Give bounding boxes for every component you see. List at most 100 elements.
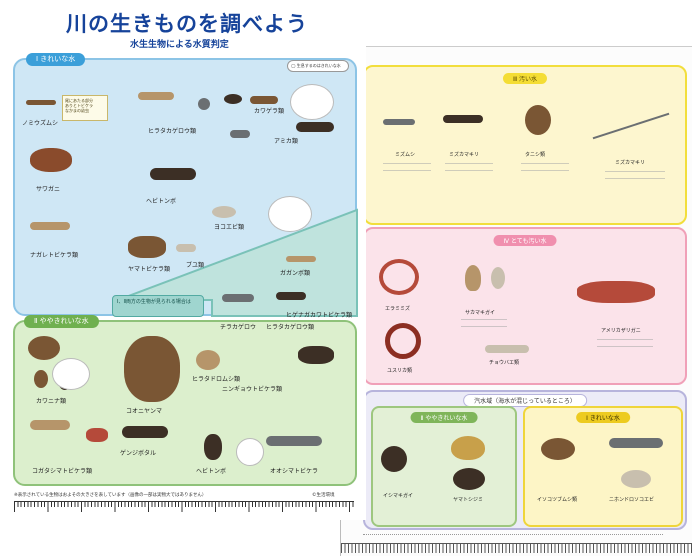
creature-amphipod bbox=[609, 438, 663, 448]
poster-footnote: ※表示されている生物はおよその大きさを表しています（画像の一部は実物大ではありま… bbox=[14, 493, 207, 498]
creature-isopod bbox=[541, 438, 575, 460]
back-label: チョウバエ類 bbox=[489, 360, 520, 366]
poster-copyright: ©生活環境 bbox=[312, 493, 335, 498]
creature-shell bbox=[465, 265, 481, 291]
creature-label: カワゲラ類 bbox=[254, 108, 285, 115]
creature-label: ゲンジボタル bbox=[120, 450, 157, 457]
description-text bbox=[461, 319, 507, 327]
creature-beetle bbox=[224, 94, 242, 104]
creature-caddisfly-larva bbox=[30, 420, 70, 430]
poster-title: 川の生きものを調べよう bbox=[66, 12, 308, 36]
annotation-line: 尾にあたる部分 bbox=[65, 98, 93, 103]
creature-amphipod bbox=[212, 206, 236, 218]
creature-label: カワニナ類 bbox=[36, 398, 67, 405]
dirty-water-header: Ⅲ 汚い水 bbox=[502, 73, 548, 84]
creature-label: コオニヤンマ bbox=[126, 408, 163, 415]
description-text bbox=[383, 163, 431, 171]
poster-subtitle: 水生生物による水質判定 bbox=[130, 40, 229, 50]
mixed-zone-note: Ⅰ、Ⅱ両方の生物が見られる場合は bbox=[112, 295, 204, 317]
creature-stonefly bbox=[250, 96, 278, 104]
creature-beetle bbox=[204, 434, 222, 460]
creature-caddis-case bbox=[298, 346, 334, 364]
creature-caddisfly-larva bbox=[30, 222, 70, 230]
description-text bbox=[521, 163, 569, 171]
creature-label: コガタシマトビケラ類 bbox=[32, 468, 93, 475]
creature-label: ブユ類 bbox=[186, 262, 205, 269]
description-text bbox=[445, 163, 493, 171]
description-text bbox=[605, 171, 665, 179]
annotation-box: 尾にあたる部分 ありとトビケラ なかまの幼虫 bbox=[62, 95, 108, 121]
front-poster: 川の生きものを調べよう 水生生物による水質判定 Ⅰ きれいな水 Ⅱ ややきれいな… bbox=[0, 0, 366, 520]
creature-small-insect bbox=[198, 98, 210, 110]
creature-snail bbox=[525, 105, 551, 135]
creature-snail bbox=[28, 336, 60, 360]
creature-label: ヘビトンボ bbox=[196, 468, 227, 475]
annotation-line: なかまの幼虫 bbox=[65, 108, 89, 114]
back-label: ミズカマキリ bbox=[449, 152, 480, 158]
brackish-clean-header: Ⅰ きれいな水 bbox=[576, 412, 630, 423]
back-label: ユスリカ類 bbox=[387, 368, 413, 374]
back-footnote bbox=[363, 534, 663, 537]
creature-label: ヨコエビ類 bbox=[214, 224, 245, 231]
creature-label: ヒゲナガカワトビケラ類 bbox=[286, 312, 353, 319]
creature-mayfly bbox=[222, 294, 254, 302]
brackish-clean-panel: Ⅰ きれいな水 イソコツブムシ類 ニホンドロソコエビ bbox=[523, 406, 683, 527]
scale-ruler bbox=[14, 501, 354, 512]
creature-firefly-larva bbox=[122, 426, 168, 438]
creature-mizumushi bbox=[383, 119, 415, 125]
creature-label: ノミウズムシ bbox=[22, 120, 59, 127]
creature-flat-beetle bbox=[196, 350, 220, 370]
creature-label: サワガニ bbox=[36, 186, 61, 193]
back-label: イシマキガイ bbox=[383, 493, 414, 499]
back-label: サカマキガイ bbox=[465, 310, 496, 316]
very-dirty-water-panel: Ⅳ とても汚い水 エラミミズ サカマキガイ ユスリカ類 アメリカザリガニ チョウ… bbox=[363, 227, 687, 385]
creature-crayfish bbox=[577, 281, 655, 303]
creature-blackfly-larva bbox=[176, 244, 196, 252]
back-ruler bbox=[341, 543, 692, 553]
creature-label: ヒラタカゲロウ類 bbox=[148, 128, 197, 135]
legend-note: ◯ 生息するのはきれいな水 bbox=[287, 60, 349, 72]
creature-amphipod bbox=[621, 470, 651, 488]
creature-caddis-case-cluster bbox=[128, 236, 166, 258]
creature-dobsonfly-larva bbox=[150, 168, 196, 180]
brackish-slightly-clean-header: Ⅱ ややきれいな水 bbox=[410, 412, 478, 423]
description-text bbox=[597, 339, 653, 347]
creature-clam bbox=[453, 468, 485, 490]
creature-label: ガガンボ類 bbox=[280, 270, 311, 277]
back-label: ミズカマキリ bbox=[615, 160, 646, 166]
slightly-clean-water-panel bbox=[13, 320, 357, 486]
clean-water-header: Ⅰ きれいな水 bbox=[26, 53, 86, 66]
creature-net-winged bbox=[296, 122, 334, 132]
inset-circle bbox=[52, 358, 90, 390]
creature-label: ナガレトビケラ類 bbox=[30, 252, 79, 259]
inset-circle bbox=[290, 84, 334, 120]
brackish-slightly-clean-panel: Ⅱ ややきれいな水 イシマキガイ ヤマトシジミ bbox=[371, 406, 517, 527]
creature-label: チラカゲロウ bbox=[220, 324, 257, 331]
dirty-water-panel: Ⅲ 汚い水 ミズムシ ミズカマキリ タニシ類 ミズカマキリ bbox=[363, 65, 687, 225]
creature-snail bbox=[381, 446, 407, 472]
creature-flatworm bbox=[26, 100, 56, 105]
back-label: イソコツブムシ類 bbox=[537, 497, 578, 503]
inset-circle bbox=[268, 196, 312, 232]
creature-worm bbox=[379, 259, 419, 295]
creature-larva bbox=[485, 345, 529, 353]
inset-circle bbox=[236, 438, 264, 466]
creature-label: アミカ類 bbox=[274, 138, 298, 145]
creature-caddis-larva bbox=[266, 436, 322, 446]
back-sheet: Ⅲ 汚い水 ミズムシ ミズカマキリ タニシ類 ミズカマキリ Ⅳ とても汚い水 エ… bbox=[340, 46, 692, 556]
creature-firefly-larva bbox=[86, 428, 108, 442]
creature-dragonfly-larva bbox=[124, 336, 180, 402]
creature-crab bbox=[30, 148, 72, 172]
creature-leech bbox=[443, 115, 483, 123]
slightly-clean-water-header: Ⅱ ややきれいな水 bbox=[24, 315, 99, 328]
back-label: ヤマトシジミ bbox=[453, 497, 484, 503]
back-label: アメリカザリガニ bbox=[601, 328, 641, 334]
creature-cranefly bbox=[286, 256, 316, 262]
creature-shell bbox=[491, 267, 505, 289]
creature-label: ヤマトビケラ類 bbox=[128, 266, 171, 273]
creature-label: ニンギョウトビケラ類 bbox=[222, 386, 283, 393]
back-label: ニホンドロソコエビ bbox=[609, 497, 655, 503]
very-dirty-water-header: Ⅳ とても汚い水 bbox=[493, 235, 557, 246]
back-label: ミズムシ bbox=[395, 152, 416, 158]
creature-caddisfly-case bbox=[230, 130, 250, 138]
